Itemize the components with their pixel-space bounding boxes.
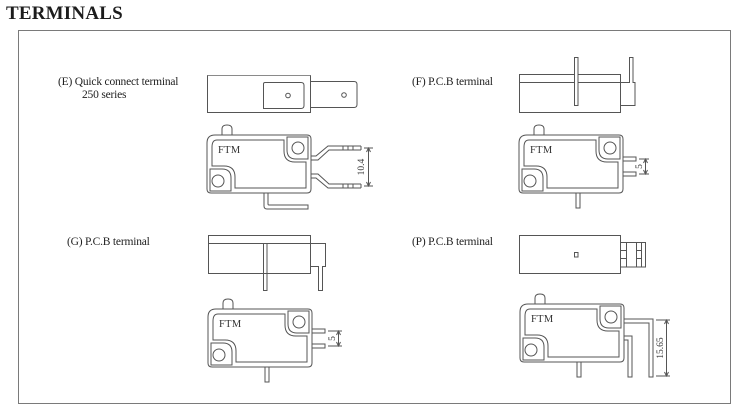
terminal-p-marker: [574, 252, 579, 258]
terminal-p-label: (P) P.C.B terminal: [412, 236, 493, 249]
terminal-f-bottom-pin: [575, 193, 581, 209]
terminal-e-dimension: 10.4: [357, 146, 373, 188]
terminal-g-bottom-pin: [264, 367, 270, 383]
terminal-g-side-pin: [310, 243, 326, 291]
terminal-e-switch-body: [206, 124, 312, 194]
terminal-e-label: (E) Quick connect terminal 250 series: [58, 76, 178, 102]
terminal-g-upper-pin: [312, 328, 326, 334]
drawing-frame: [18, 30, 731, 404]
terminal-p-brand: FTM: [531, 314, 554, 325]
terminal-f-top-view: [519, 57, 636, 113]
terminal-f-housing-top: [519, 74, 621, 113]
terminal-g-lower-pin: [312, 343, 326, 349]
terminal-p-dimension-value: 15.65: [656, 337, 666, 359]
terminal-g-dimension: 5: [328, 329, 342, 348]
terminal-e-housing-top: [207, 75, 311, 113]
terminal-f-label: (F) P.C.B terminal: [412, 76, 493, 89]
terminal-g-brand: FTM: [219, 319, 242, 330]
page-title: TERMINALS: [6, 3, 123, 24]
terminal-e-side-view: FTM 10.4: [206, 124, 373, 210]
terminal-g-side-view: FTM 5: [207, 298, 342, 383]
terminal-g-housing-top: [208, 235, 311, 274]
terminal-e-tab-hole: [285, 92, 291, 99]
terminal-f-label-line1: (F) P.C.B terminal: [412, 76, 493, 88]
terminal-p-connector: [620, 242, 646, 268]
terminal-e-upper-terminal: [311, 145, 361, 161]
terminal-e-tab-outer-hole: [341, 92, 347, 98]
terminal-p-label-line1: (P) P.C.B terminal: [412, 236, 493, 248]
terminal-p-side-view: FTM 15.65: [519, 293, 670, 378]
terminal-f-switch-body: [518, 124, 624, 194]
terminal-f-dimension: 5: [635, 157, 649, 176]
terminal-f-side-view: FTM 5: [518, 124, 649, 209]
terminal-g-label: (G) P.C.B terminal: [67, 236, 150, 249]
terminal-p-lower-terminal: [624, 335, 633, 378]
terminal-e-tab-outer: [310, 81, 358, 108]
terminal-g-label-line1: (G) P.C.B terminal: [67, 236, 150, 248]
terminal-f-dimension-value: 5: [635, 164, 645, 169]
terminal-f-brand: FTM: [530, 145, 553, 156]
terminal-e-dimension-value: 10.4: [357, 158, 367, 175]
terminal-g-dimension-value: 5: [328, 336, 338, 341]
terminal-f-upper-pin: [623, 156, 637, 162]
terminal-g-center-pin: [263, 243, 268, 291]
terminal-e-label-line1: (E) Quick connect terminal: [58, 76, 179, 88]
terminal-e-lower-terminal: [311, 173, 361, 189]
terminal-e-top-view: [207, 75, 358, 113]
terminal-e-tab-inner: [263, 82, 305, 109]
terminal-p-housing-top: [519, 235, 621, 274]
terminal-p-dimension: 15.65: [656, 318, 670, 378]
terminal-p-switch-body: [519, 293, 625, 363]
terminal-e-common-terminal: [263, 193, 309, 210]
terminal-p-upper-terminal: [624, 318, 654, 378]
terminal-e-brand: FTM: [218, 145, 241, 156]
terminal-g-switch-body: [207, 298, 313, 368]
terminal-g-top-view: [208, 235, 326, 291]
terminal-p-bottom-pin: [576, 362, 582, 378]
terminal-e-label-line2: 250 series: [82, 89, 127, 101]
terminal-f-lower-pin: [623, 171, 637, 177]
terminal-p-top-view: [519, 235, 646, 274]
terminal-f-center-pin: [574, 57, 579, 106]
terminal-f-side-pin: [620, 57, 636, 106]
